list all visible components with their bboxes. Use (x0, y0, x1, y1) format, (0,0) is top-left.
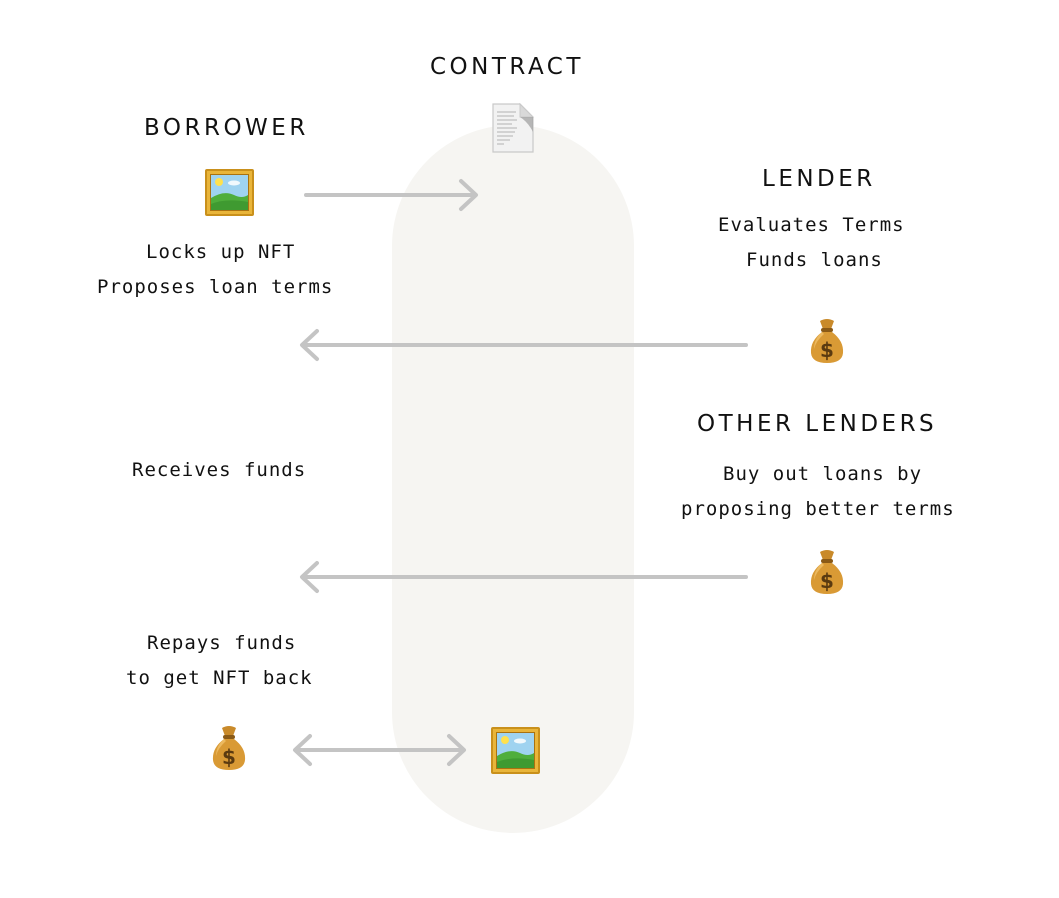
borrower-action-1: Locks up NFT (146, 241, 296, 263)
money-bag-icon: $ (810, 550, 844, 594)
other-lenders-title: OTHER LENDERS (697, 411, 938, 437)
borrower-repays-2: to get NFT back (126, 667, 313, 689)
contract-pill (392, 125, 634, 833)
lender-action-2: Funds loans (746, 249, 883, 271)
borrower-repays-1: Repays funds (147, 632, 297, 654)
lender-action-1: Evaluates Terms (718, 214, 905, 236)
framed-picture-icon (205, 169, 254, 216)
framed-picture-icon (491, 727, 540, 774)
svg-text:$: $ (820, 338, 834, 362)
borrower-action-2: Proposes loan terms (97, 276, 334, 298)
borrower-title: BORROWER (144, 115, 309, 141)
money-bag-icon: $ (810, 319, 844, 363)
borrower-receives-funds: Receives funds (132, 459, 307, 481)
money-bag-icon: $ (212, 726, 246, 770)
other-lenders-action-1: Buy out loans by (723, 463, 923, 485)
document-icon (492, 102, 535, 153)
lender-title: LENDER (762, 166, 876, 192)
other-lenders-action-2: proposing better terms (681, 498, 955, 520)
svg-text:$: $ (820, 569, 834, 593)
contract-title: CONTRACT (430, 54, 584, 80)
svg-text:$: $ (222, 745, 236, 769)
